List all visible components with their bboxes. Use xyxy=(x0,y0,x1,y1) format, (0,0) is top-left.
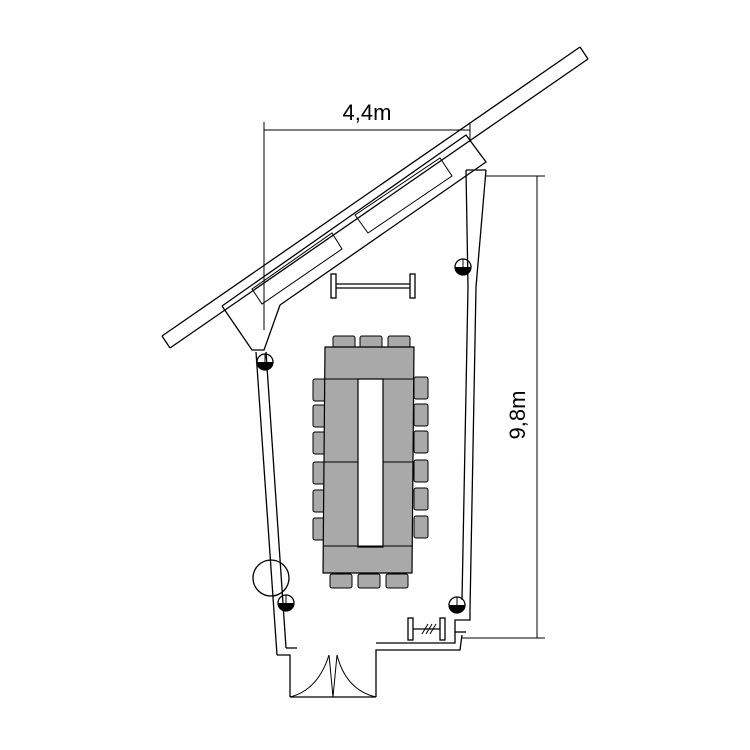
projection-screen-icon xyxy=(330,273,416,299)
light-fixture-icon xyxy=(256,353,274,371)
seat xyxy=(357,573,381,589)
room-walls xyxy=(221,169,487,697)
seats-right xyxy=(413,376,429,539)
seat xyxy=(413,376,429,400)
seats-bottom xyxy=(329,573,409,589)
double-door-icon xyxy=(289,654,377,698)
light-fixture-icon xyxy=(454,258,472,276)
seat xyxy=(413,515,429,539)
window-wall xyxy=(161,46,589,349)
seat xyxy=(413,430,429,454)
light-fixture-icon xyxy=(277,594,295,612)
conference-table xyxy=(322,346,415,574)
seat xyxy=(385,573,409,589)
flipchart-icon xyxy=(407,617,446,641)
window-pane-2 xyxy=(354,157,453,234)
light-fixture-icon xyxy=(448,596,466,614)
window-pane-1 xyxy=(251,232,343,305)
height-label: 9,8m xyxy=(505,391,530,440)
height-dimension: 9,8m xyxy=(462,175,545,639)
column-icon xyxy=(252,559,290,597)
width-dimension: 4,4m xyxy=(263,100,471,330)
seat xyxy=(413,403,429,427)
seat xyxy=(413,459,429,483)
seat xyxy=(413,487,429,511)
seat xyxy=(329,573,353,589)
width-label: 4,4m xyxy=(343,100,392,125)
